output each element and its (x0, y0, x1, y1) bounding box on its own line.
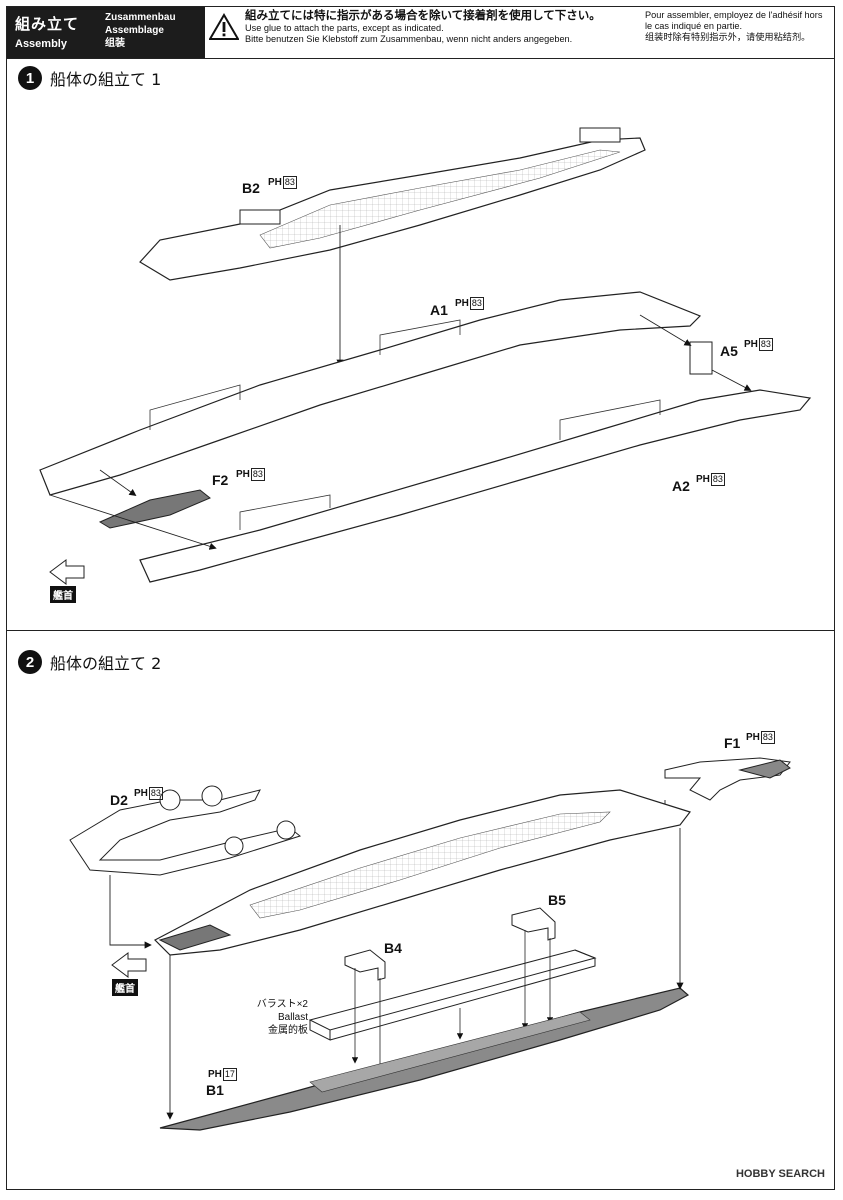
bow-label-2: 艦首 (112, 979, 138, 996)
label-b5: B5 (548, 892, 566, 908)
ph-prefix: PH (744, 339, 758, 350)
part-d2 (69, 785, 302, 876)
step-1-heading: 1 船体の組立て 1 (18, 66, 161, 90)
ph-number: 83 (710, 473, 725, 486)
step-2-heading: 2 船体の組立て 2 (18, 650, 161, 674)
ph-number: 83 (282, 176, 297, 189)
notice-de: Bitte benutzen Sie Klebstoff zum Zusamme… (245, 34, 573, 44)
step-1-number: 1 (18, 66, 42, 90)
ph-prefix: PH (746, 732, 760, 743)
ballast-cn: 金属的板 (268, 1025, 308, 1036)
notice-fr-1: Pour assembler, employez de l'adhésif ho… (645, 10, 823, 20)
arrow-f2 (99, 469, 137, 497)
title-jp: 組み立て (15, 15, 80, 33)
label-a5: A5 (720, 343, 738, 359)
label-a2: A2 (672, 478, 690, 494)
ballast-jp: バラスト×2 (256, 999, 308, 1010)
step-1-title: 船体の組立て 1 (50, 70, 162, 89)
ph-prefix: PH (236, 469, 250, 480)
ph-prefix: PH (696, 474, 710, 485)
ph-prefix: PH (268, 177, 282, 188)
part-b5 (511, 907, 556, 941)
title-fr: Assemblage (105, 25, 164, 36)
part-f2 (98, 489, 211, 529)
ph-number: 83 (469, 297, 484, 310)
notice-right: Pour assembler, employez de l'adhésif ho… (645, 10, 822, 43)
notice-cn: 组装时除有特别指示外，请使用粘结剂。 (645, 32, 811, 42)
instruction-header: 組み立て Assembly Zusammenbau Assemblage 组装 … (7, 7, 834, 59)
part-b2-deck (139, 127, 646, 281)
ballast-note: バラスト×2 Ballast 金属的板 (228, 998, 308, 1037)
bow-arrow-icon (49, 559, 85, 585)
notice-fr-2: le cas indiqué en partie. (645, 21, 743, 31)
title-cn: 组装 (105, 38, 125, 49)
ph-number: 83 (148, 787, 163, 800)
label-a1: A1 (430, 302, 448, 318)
part-b4 (344, 949, 386, 981)
arrow-d2 (109, 875, 152, 949)
step-2-title: 船体の組立て 2 (50, 654, 162, 673)
warning-icon (209, 13, 239, 40)
arrow-a1-a2 (49, 494, 217, 550)
notice-left: 組み立てには特に指示がある場合を除いて接着剤を使用して下さい。 Use glue… (245, 10, 601, 45)
label-d2: D2 (110, 792, 128, 808)
header-notice-block: 組み立てには特に指示がある場合を除いて接着剤を使用して下さい。 Use glue… (205, 7, 834, 58)
bow-label-1: 艦首 (50, 586, 76, 603)
ph-number: 83 (760, 731, 775, 744)
title-multilang: Zusammenbau Assemblage 组装 (105, 11, 176, 50)
ph-number: 83 (758, 338, 773, 351)
label-b2: B2 (242, 180, 260, 196)
part-a2-hull-side (139, 389, 812, 583)
ph-number: 83 (250, 468, 265, 481)
bow-arrow-icon-2 (111, 952, 147, 978)
label-f1: F1 (724, 735, 741, 751)
title-de: Zusammenbau (105, 12, 176, 23)
page-frame (6, 6, 835, 1190)
label-b1: B1 (206, 1082, 224, 1098)
ph-number: 17 (222, 1068, 237, 1081)
header-title-block: 組み立て Assembly Zusammenbau Assemblage 组装 (7, 7, 205, 58)
ph-prefix: PH (455, 298, 469, 309)
title-en: Assembly (15, 38, 67, 50)
part-f1 (664, 757, 791, 801)
ph-prefix: PH (208, 1069, 222, 1080)
ph-prefix: PH (134, 788, 148, 799)
notice-en: Use glue to attach the parts, except as … (245, 23, 444, 33)
part-a5 (689, 341, 713, 375)
arrow-a5-a1 (639, 314, 692, 346)
part-main-hull (153, 789, 691, 956)
step-divider (7, 630, 834, 631)
notice-jp: 組み立てには特に指示がある場合を除いて接着剤を使用して下さい。 (245, 10, 601, 22)
part-b1-lower-hull (159, 987, 690, 1131)
arrow-a5-a2 (711, 369, 752, 391)
label-f2: F2 (212, 472, 229, 488)
watermark: HOBBY SEARCH (735, 1168, 825, 1180)
part-a1-hull-side (39, 291, 702, 496)
label-b4: B4 (384, 940, 402, 956)
step-2-number: 2 (18, 650, 42, 674)
ballast-en: Ballast (277, 1012, 308, 1023)
